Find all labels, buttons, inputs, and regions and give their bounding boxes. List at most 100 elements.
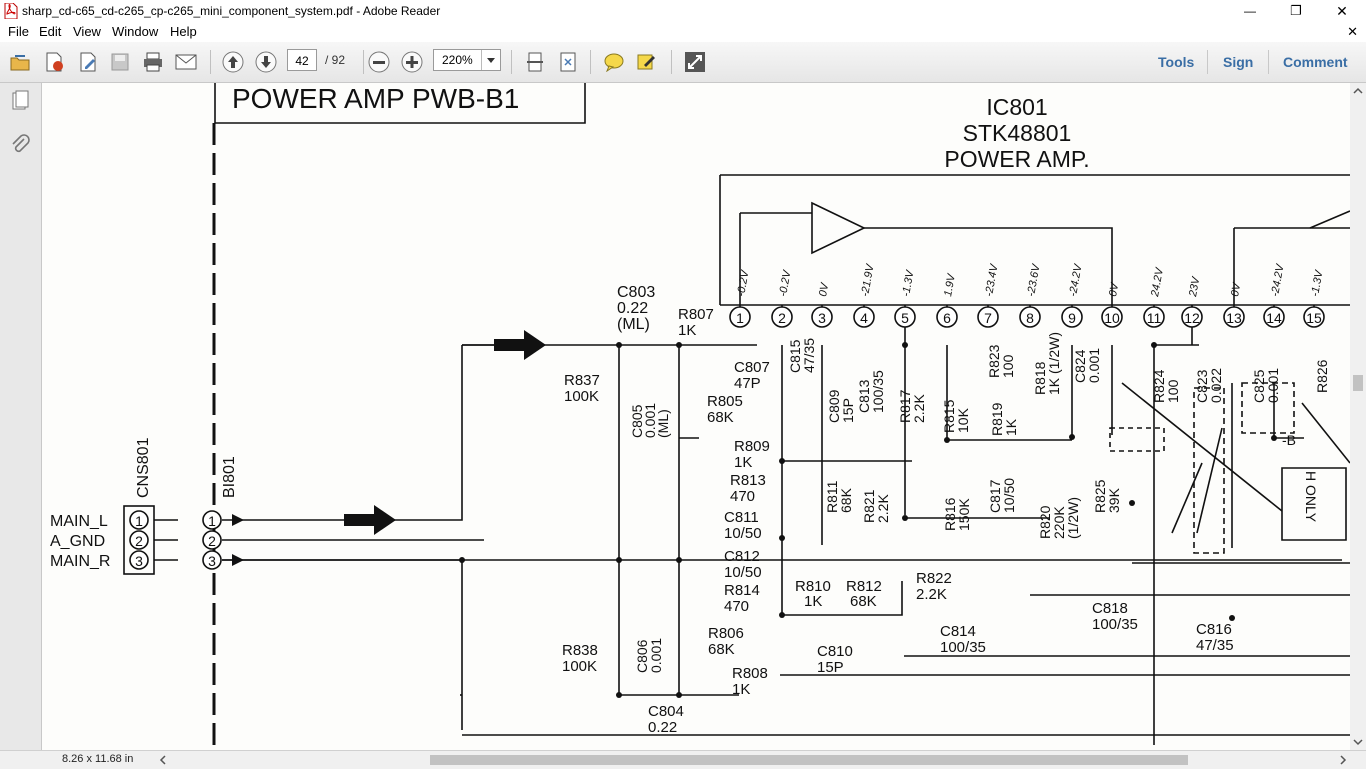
vertical-scrollbar[interactable] <box>1350 83 1366 750</box>
sticky-note-button[interactable] <box>602 50 626 74</box>
ic-pin <box>1181 306 1203 328</box>
menu-view[interactable]: View <box>73 24 101 39</box>
component-label: (ML) <box>617 316 650 333</box>
component-label: 2.2K <box>911 394 927 423</box>
scroll-down-icon[interactable] <box>1350 734 1366 750</box>
pin-voltage: -1.3V <box>1309 268 1326 298</box>
pin-voltage: -21.9V <box>859 262 877 298</box>
component-label: C812 <box>724 548 760 565</box>
component-label: 1K <box>732 681 750 698</box>
ic-label: POWER AMP. <box>944 146 1089 172</box>
zoom-out-button[interactable] <box>367 50 391 74</box>
page-thumbnails-icon[interactable] <box>8 89 32 113</box>
horizontal-scroll-thumb[interactable] <box>430 755 1188 765</box>
pin-voltage: 1.9V <box>942 272 958 298</box>
maximize-button[interactable]: ❐ <box>1273 0 1319 22</box>
scroll-right-icon[interactable] <box>1335 752 1351 768</box>
tools-button[interactable]: Tools <box>1158 54 1195 70</box>
component-label: C825 <box>1251 369 1267 403</box>
zoom-in-icon <box>401 51 423 73</box>
connector-pin <box>202 510 222 530</box>
chevron-down-icon[interactable] <box>481 50 500 70</box>
component-label: R806 <box>708 625 744 642</box>
component-label: R824 <box>1151 369 1167 403</box>
component-label: R826 <box>1314 359 1330 393</box>
edit-button[interactable] <box>76 50 100 74</box>
highlight-button[interactable] <box>635 50 659 74</box>
ic-pin <box>1143 306 1165 328</box>
component-label: C813 <box>856 379 872 413</box>
toolbar <box>0 42 1366 83</box>
component-label: C809 <box>826 389 842 423</box>
component-label: C810 <box>817 643 853 660</box>
menu-edit[interactable]: Edit <box>39 24 62 39</box>
ic-pin-number: 11 <box>1147 310 1162 326</box>
fit-page-button[interactable] <box>556 50 580 74</box>
component-label: 10K <box>955 407 971 433</box>
ic-pin <box>894 306 916 328</box>
ic-pin <box>771 306 793 328</box>
zoom-out-icon <box>368 51 390 73</box>
component-label: C811 <box>724 509 759 526</box>
close-window-button[interactable]: ✕ <box>1319 0 1365 22</box>
page-total: / 92 <box>325 53 346 67</box>
menu-window[interactable]: Window <box>112 24 159 39</box>
toolbar-separator <box>590 50 591 74</box>
menu-file[interactable]: File <box>8 24 29 39</box>
ic-pin-number: 1 <box>736 310 744 326</box>
component-label: (1/2W) <box>1065 497 1081 539</box>
component-label: R817 <box>897 389 913 423</box>
component-label: 1K <box>734 454 752 471</box>
page-number-input[interactable]: 42 <box>287 49 317 71</box>
fit-width-button[interactable] <box>523 50 547 74</box>
component-label: 1K (1/2W) <box>1046 332 1062 395</box>
minimize-button[interactable]: — <box>1227 0 1273 22</box>
email-button[interactable] <box>174 50 198 74</box>
previous-page-button[interactable] <box>221 50 245 74</box>
sign-button[interactable]: Sign <box>1223 54 1254 70</box>
ic-pin-number: 14 <box>1266 310 1282 326</box>
pin-voltage: -24.2V <box>1067 262 1085 298</box>
ic-pin-number: 5 <box>901 310 909 326</box>
component-label: 1K <box>804 593 822 610</box>
signal-name: A_GND <box>50 533 105 550</box>
create-pdf-button[interactable] <box>42 50 66 74</box>
signal-name: MAIN_L <box>50 513 108 530</box>
next-page-button[interactable] <box>254 50 278 74</box>
component-label: 68K <box>850 593 877 610</box>
component-label: 10/50 <box>724 525 762 542</box>
component-label: 15P <box>817 659 844 676</box>
signal-arrow-2 <box>344 505 396 535</box>
edit-document-icon <box>80 52 96 72</box>
open-button[interactable] <box>8 50 32 74</box>
zoom-select[interactable]: 220% <box>433 49 501 71</box>
component-label: 47P <box>734 375 761 392</box>
full-screen-button[interactable] <box>683 50 707 74</box>
vertical-scroll-thumb[interactable] <box>1353 375 1363 391</box>
connector-pin-number: 1 <box>135 513 143 529</box>
close-document-button[interactable]: ✕ <box>1347 24 1358 39</box>
comment-button[interactable]: Comment <box>1283 54 1348 70</box>
save-button[interactable] <box>108 50 132 74</box>
paperclip-icon[interactable] <box>8 133 32 157</box>
restore-icon: ❐ <box>1290 3 1302 18</box>
scroll-up-icon[interactable] <box>1350 83 1366 99</box>
zoom-in-button[interactable] <box>400 50 424 74</box>
component-label: R807 <box>678 306 714 323</box>
email-icon <box>175 54 197 70</box>
ic-pin <box>853 306 875 328</box>
connector-pin-number: 2 <box>135 533 143 549</box>
scroll-left-icon[interactable] <box>155 752 171 768</box>
component-label: R823 <box>986 344 1002 378</box>
connector-pin-number: 3 <box>208 553 216 569</box>
menu-help[interactable]: Help <box>170 24 197 39</box>
component-label: 0.001 <box>1265 368 1281 403</box>
component-label: 47/35 <box>801 338 817 373</box>
component-label: R809 <box>734 438 770 455</box>
h-only-label: H ONLY <box>1303 471 1319 523</box>
ic-pin-number: 13 <box>1226 310 1242 326</box>
print-button[interactable] <box>141 50 165 74</box>
component-label: 0.001 <box>648 638 664 673</box>
connector-pin-number: 3 <box>135 553 143 569</box>
